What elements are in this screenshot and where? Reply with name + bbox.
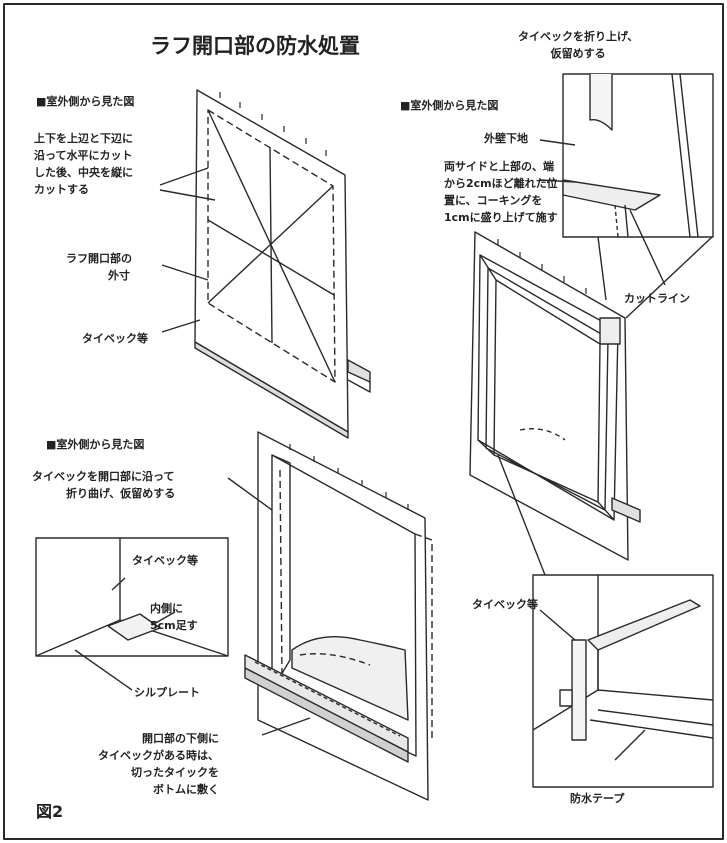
view1-rough-size: ラフ開口部の 外寸 — [66, 250, 132, 284]
caulk-note: 両サイドと上部の、端 から2cmほど離れた位 置に、コーキングを 1cmに盛り上… — [444, 158, 558, 226]
bottom-note-line-3: 切ったタイックを — [131, 766, 219, 780]
view3-bottom-inset — [497, 454, 714, 788]
view1-heading: ■室外側から見た図 — [36, 95, 135, 108]
view2-wall-drawing — [227, 431, 433, 801]
top-note-line-1: タイベックを折り上げ、 — [518, 30, 639, 43]
fold-note-line-2: 折り曲げ、仮留めする — [66, 487, 176, 501]
view3-tyvek-label: タイベック等 — [472, 598, 538, 611]
inside-note-line-1: 内側に — [150, 602, 183, 615]
caulk-note-line-3: 置に、コーキングを — [444, 194, 543, 208]
page-title: ラフ開口部の防水処置 — [150, 34, 360, 58]
view1-cut-note: 上下を上辺と下辺に 沿って水平にカット した後、中央を縦に カットする — [34, 130, 133, 198]
inside-note-line-2: 5cm足す — [150, 619, 198, 633]
caulk-note-line-4: 1cmに盛り上げて施す — [444, 211, 558, 225]
caulk-note-line-1: 両サイドと上部の、端 — [444, 160, 554, 173]
view2-fold-note: タイベックを開口部に沿って 折り曲げ、仮留めする — [32, 468, 175, 502]
top-note-line-2: 仮留めする — [550, 47, 606, 61]
fold-note-line-1: タイベックを開口部に沿って — [32, 470, 175, 483]
view3-wall-drawing — [469, 231, 641, 561]
bottom-note-line-4: ボトムに敷く — [153, 783, 219, 797]
view3-top-inset — [539, 73, 714, 319]
bottom-note-line-2: タイベックがある時は、 — [98, 749, 219, 763]
wall-base-label: 外壁下地 — [484, 132, 528, 145]
view2-detail-inset — [35, 537, 229, 691]
cut-note-line-2: 沿って水平にカット — [34, 149, 133, 163]
rough-size-line-1: ラフ開口部の — [66, 252, 132, 265]
tape-label: 防水テープ — [570, 792, 625, 805]
detail-inside-note: 内側に 5cm足す — [150, 600, 198, 634]
cut-line-label: カットライン — [624, 292, 690, 305]
outer-border — [3, 3, 724, 840]
view2-heading: ■室外側から見た図 — [46, 438, 145, 451]
caulk-note-line-2: から2cmほど離れた位 — [444, 177, 558, 191]
view3-heading: ■室外側から見た図 — [400, 99, 499, 112]
detail-tyvek-label: タイベック等 — [132, 554, 198, 567]
cut-note-line-4: カットする — [34, 183, 89, 197]
figure-label: 図2 — [36, 802, 64, 821]
sill-plate-label: シルプレート — [134, 686, 200, 699]
cut-note-line-3: した後、中央を縦に — [34, 166, 133, 180]
rough-size-line-2: 外寸 — [108, 269, 130, 283]
view1-wall-drawing — [159, 89, 371, 439]
view3-top-note: タイベックを折り上げ、 仮留めする — [518, 28, 638, 62]
view2-bottom-note: 開口部の下側に タイベックがある時は、 切ったタイックを ボトムに敷く — [98, 730, 219, 798]
bottom-note-line-1: 開口部の下側に — [142, 732, 219, 745]
view1-tyvek-label: タイベック等 — [82, 332, 148, 345]
cut-note-line-1: 上下を上辺と下辺に — [34, 132, 133, 145]
